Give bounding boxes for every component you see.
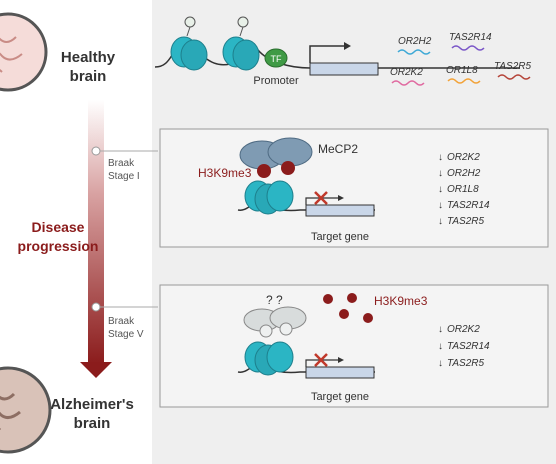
transcript-or2k2 [391, 80, 425, 86]
alzheimers-label-2: brain [74, 415, 111, 432]
gene-or2h2-label: OR2H2 [398, 36, 432, 47]
progression-arrow-head [80, 362, 112, 378]
down-gene: TAS2R5 [447, 358, 484, 369]
down-gene: TAS2R14 [447, 341, 490, 352]
down-arrow-icon: ↓ [438, 168, 443, 179]
h3k9me3-label: H3K9me3 [374, 294, 428, 308]
down-gene: OR2K2 [447, 324, 480, 335]
methyl-mark-icon [257, 164, 271, 178]
empty-mark-icon [259, 324, 273, 338]
stage1-panel [159, 128, 549, 248]
blocked-icon [314, 191, 328, 205]
tf-label: TF [271, 54, 282, 64]
unknown-label: ? ? [266, 293, 283, 307]
target-gene-label: Target gene [311, 231, 369, 243]
stage1-label: Braak [108, 158, 135, 169]
nucleosome-icon [222, 16, 260, 71]
stage1-downregulated-list: ↓ OR2K2 ↓ OR2H2 ↓ OR1L8 ↓ TAS2R14 ↓ TAS2… [438, 152, 490, 227]
progression-label: Disease [32, 219, 85, 235]
empty-mark-icon [279, 322, 293, 336]
h3k9me3-label: H3K9me3 [198, 166, 252, 180]
gene-or2k2-label: OR2K2 [390, 67, 423, 78]
healthy-chromatin: TF Promoter [154, 16, 520, 87]
gene-tas2r14-label: TAS2R14 [449, 32, 492, 43]
gene-or1l8-label: OR1L8 [446, 65, 478, 76]
down-arrow-icon: ↓ [438, 324, 443, 335]
gene-box [309, 62, 379, 76]
down-gene: OR2H2 [447, 168, 481, 179]
alzheimers-brain-icon [0, 366, 52, 454]
transcript-or2h2 [397, 49, 431, 55]
stage5-downregulated-list: ↓ OR2K2 ↓ TAS2R14 ↓ TAS2R5 [438, 324, 490, 369]
target-gene-box [305, 204, 375, 217]
stage1-chromatin [237, 137, 375, 217]
down-arrow-icon: ↓ [438, 216, 443, 227]
stage5-marker [91, 302, 101, 312]
stage5-chromatin [237, 293, 375, 379]
down-arrow-icon: ↓ [438, 341, 443, 352]
stage1-marker [91, 146, 101, 156]
nucleosome-icon [170, 16, 208, 71]
tf-icon [264, 48, 288, 68]
stage1-label-2: Stage I [108, 171, 140, 182]
tss-arrow [309, 45, 344, 63]
blocked-icon [314, 353, 328, 367]
transcript-list: OR2H2 TAS2R14 OR2K2 OR1L8 TAS2R5 [390, 32, 531, 86]
mecp2-label: MeCP2 [318, 142, 358, 156]
free-methyl-icon [339, 309, 349, 319]
transcript-or1l8 [447, 78, 481, 84]
promoter-label: Promoter [253, 75, 299, 87]
down-gene: TAS2R14 [447, 200, 490, 211]
down-arrow-icon: ↓ [438, 200, 443, 211]
progression-label-2: progression [18, 238, 99, 254]
free-methyl-icon [363, 313, 373, 323]
tss-arrow-head [344, 42, 351, 50]
healthy-label-2: brain [70, 68, 107, 85]
down-arrow-icon: ↓ [438, 358, 443, 369]
down-arrow-icon: ↓ [438, 184, 443, 195]
target-gene-label: Target gene [311, 391, 369, 403]
free-methyl-icon [323, 294, 333, 304]
nucleosome-icon [266, 180, 294, 212]
stage5-label: Braak [108, 316, 135, 327]
down-gene: OR2K2 [447, 152, 480, 163]
stage5-panel [159, 284, 549, 408]
healthy-brain-icon [0, 12, 48, 92]
methyl-mark-icon [281, 161, 295, 175]
down-gene: OR1L8 [447, 184, 479, 195]
alzheimers-label: Alzheimer's [50, 396, 134, 413]
nucleosome-icon [266, 341, 294, 373]
gene-tas2r5-label: TAS2R5 [494, 61, 531, 72]
healthy-label: Healthy [61, 49, 116, 66]
down-arrow-icon: ↓ [438, 152, 443, 163]
target-gene-box [305, 366, 375, 379]
free-methyl-icon [347, 293, 357, 303]
transcript-tas2r5 [497, 74, 531, 80]
progression-arrow-shaft [88, 100, 104, 364]
stage5-label-2: Stage V [108, 329, 144, 340]
down-gene: TAS2R5 [447, 216, 484, 227]
transcript-tas2r14 [451, 45, 485, 51]
